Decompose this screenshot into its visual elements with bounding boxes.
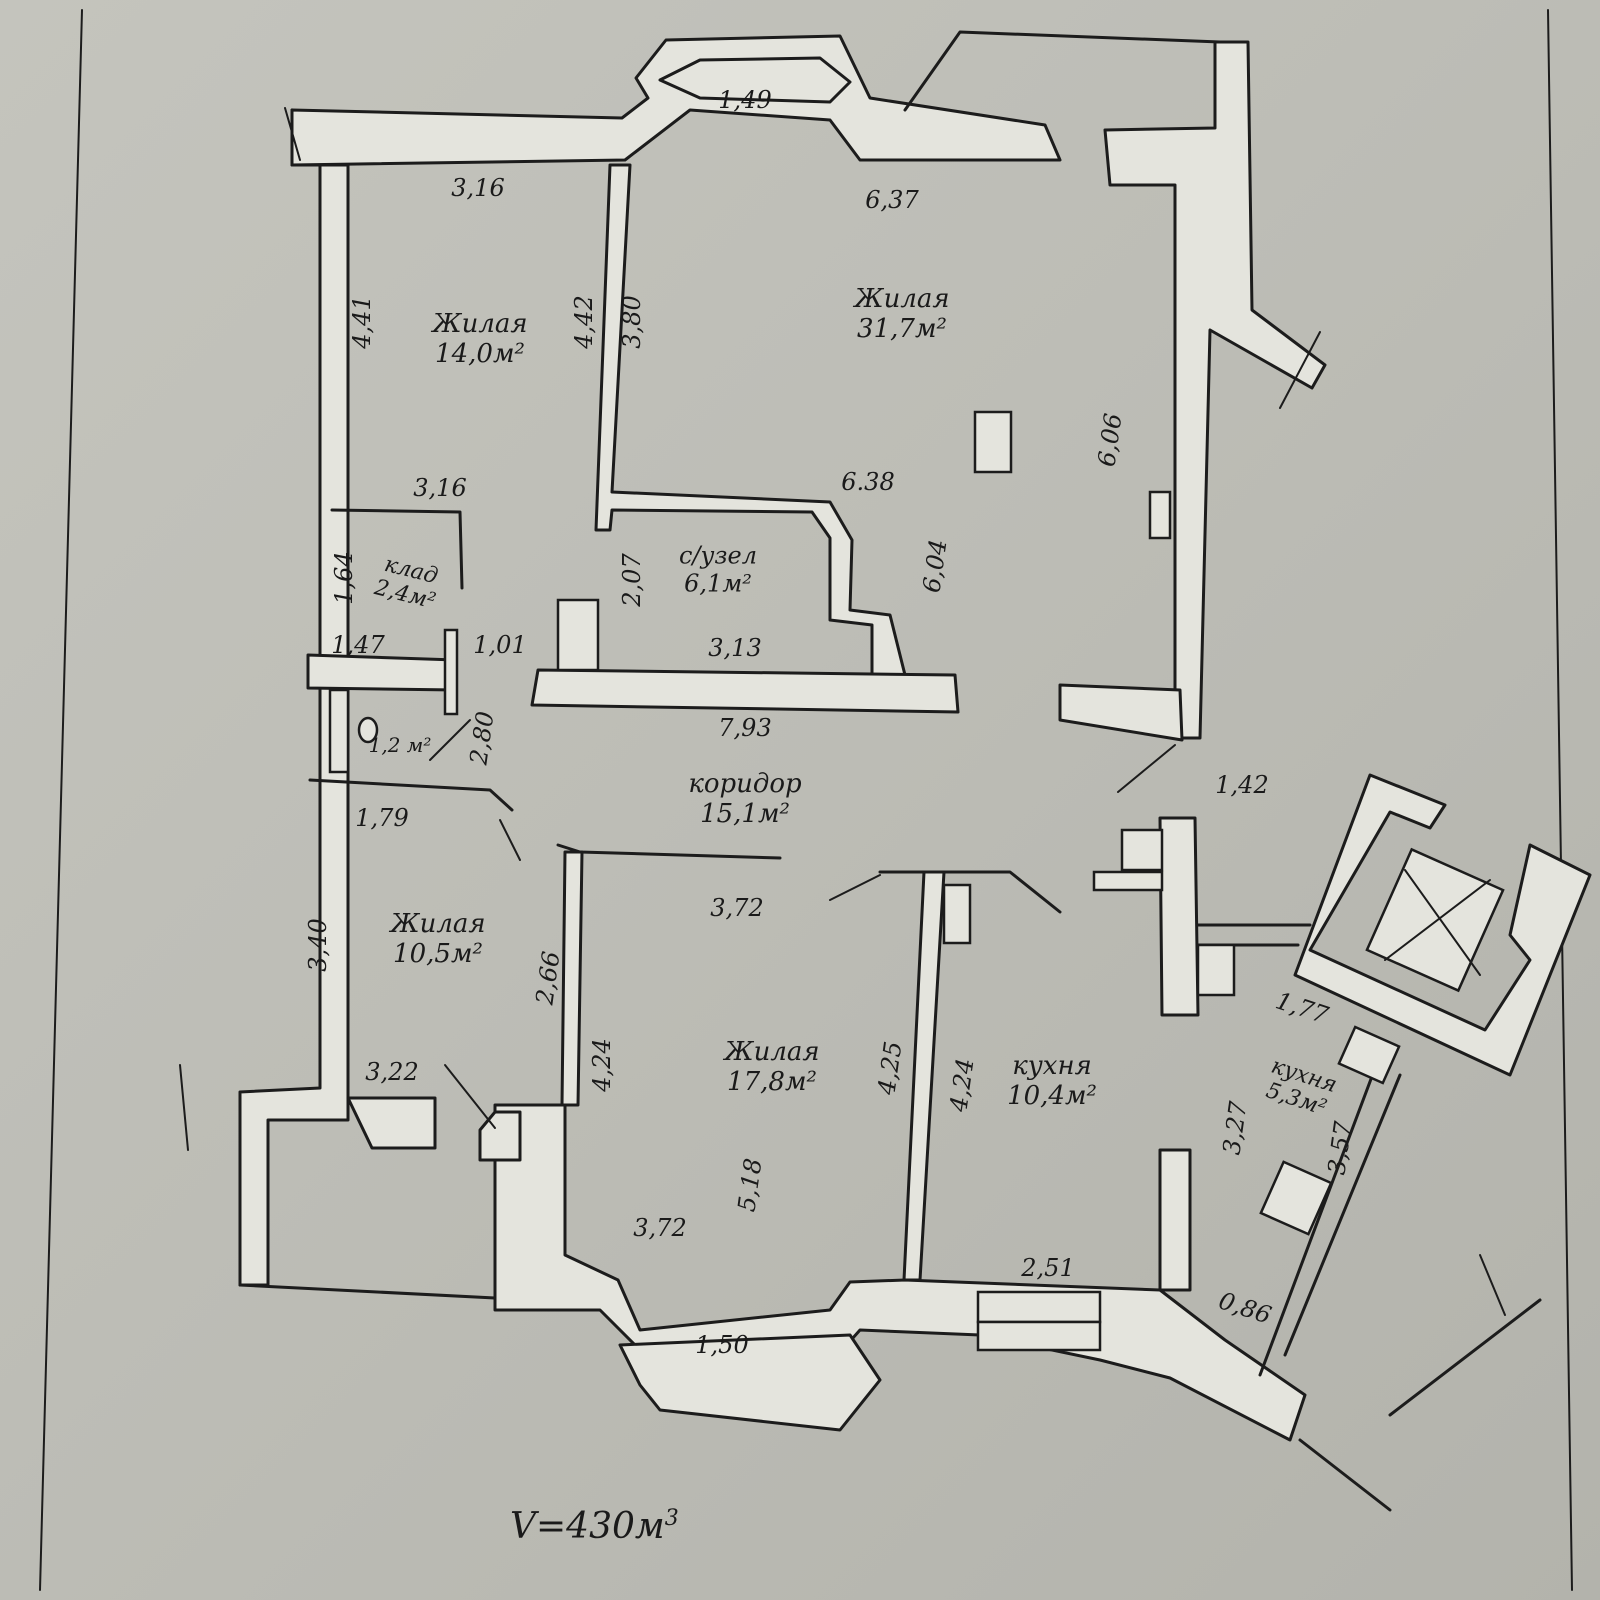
dim-7-93: 7,93: [718, 714, 772, 742]
wall-living17-left: [560, 850, 584, 1107]
dim-1-47: 1,47: [331, 631, 385, 659]
wall-bathroom-bottom: [530, 668, 960, 714]
wall-niche: [1148, 490, 1172, 540]
wall-corner-bottom-left: [346, 1096, 437, 1150]
wc-bottom-wall: [308, 778, 514, 812]
dim-4-25: 4,25: [872, 1039, 908, 1097]
dim-3-72-bottom: 3,72: [633, 1214, 687, 1242]
dim-2-80: 2,80: [464, 709, 500, 767]
outer-wall-right: [1103, 40, 1327, 740]
stove-icon: [1259, 1160, 1333, 1236]
balcony-bottom-left: [238, 1283, 497, 1300]
door-swing-entry: [1117, 744, 1176, 793]
bay-window-top: [658, 56, 852, 104]
page-margin-left: [39, 9, 83, 1591]
shaft-x-2: [1384, 879, 1491, 961]
dim-tick-bl: [179, 1064, 189, 1151]
volume-label: V=430м3: [510, 1506, 679, 1547]
door-swing-living10: [499, 819, 521, 861]
dim-2-66: 2,66: [530, 949, 566, 1007]
kitchen-column: [1196, 943, 1236, 997]
dim-1-79: 1,79: [355, 804, 409, 832]
dim-6-04: 6,04: [917, 537, 953, 595]
dim-tick-tl: [284, 107, 301, 161]
wall-ledge: [1092, 870, 1164, 892]
dim-4-41: 4,41: [348, 295, 376, 349]
dim-6-37: 6,37: [865, 186, 919, 214]
door-swing-wc: [429, 719, 471, 761]
dim-2-51: 2,51: [1021, 1254, 1075, 1282]
closet-niche: [942, 883, 972, 945]
storage-wall: [330, 508, 464, 590]
dim-1-49: 1,49: [718, 86, 772, 114]
wall-stub-right: [1058, 683, 1184, 742]
wall-kitchen-divider: [1158, 816, 1200, 1017]
kitchen-small-wall-2: [1258, 1053, 1382, 1377]
wc-wall: [328, 688, 350, 774]
dim-1-50: 1,50: [695, 1331, 749, 1359]
dim-3-16-top: 3,16: [451, 174, 505, 202]
dim-1-42: 1,42: [1215, 771, 1269, 799]
dim-4-42: 4,42: [570, 295, 598, 349]
dim-3-22: 3,22: [365, 1058, 419, 1086]
vent-box: [1120, 828, 1164, 872]
fireplace-box: [973, 410, 1013, 474]
wall-living17-right: [902, 870, 946, 1282]
kitchen-small-wall: [1283, 1073, 1402, 1357]
sink-icon: [1337, 1025, 1401, 1085]
outer-line-br-2: [1388, 1298, 1542, 1417]
dim-4-24-left: 4,24: [588, 1038, 616, 1092]
shaft-block: [1293, 773, 1592, 1077]
dim-3-40: 3,40: [304, 918, 332, 972]
dim-3-13: 3,13: [708, 634, 762, 662]
dim-6-38: 6.38: [841, 468, 895, 496]
wall-living17-top: [556, 843, 782, 860]
toilet-icon: [357, 716, 379, 744]
door-jamb: [443, 628, 459, 716]
dim-tick-r: [1279, 331, 1321, 409]
dim-3-57: 3,57: [1322, 1119, 1358, 1177]
wall-storage-bottom: [306, 653, 458, 692]
dim-3-16-mid: 3,16: [413, 474, 467, 502]
window-sill-kitchen-2: [976, 1320, 1102, 1352]
bay-window-bottom: [618, 1333, 882, 1432]
outer-wall-top: [290, 34, 1062, 167]
wall-kitchen-right: [1158, 1148, 1192, 1292]
wall-stub-bottom: [478, 1110, 522, 1162]
outer-line-br: [1298, 1438, 1392, 1512]
door-swing-living10-bottom: [444, 1064, 496, 1129]
dim-tick-br: [1479, 1254, 1506, 1316]
dim-6-06: 6,06: [1092, 411, 1128, 469]
dim-4-24-right: 4,24: [944, 1056, 980, 1114]
dim-2-07: 2,07: [618, 553, 646, 607]
dim-5-18: 5,18: [732, 1156, 768, 1214]
door-swing-kitchen: [829, 874, 881, 901]
dim-3-72-top: 3,72: [710, 894, 764, 922]
room-label-wc-area: 1,2 м²: [368, 733, 432, 757]
window-sill-kitchen: [976, 1290, 1102, 1324]
shaft-box: [1365, 847, 1505, 993]
page-margin-right: [1547, 9, 1573, 1591]
dim-1-64: 1,64: [330, 551, 358, 605]
dim-3-80: 3,80: [618, 295, 646, 349]
dim-3-27: 3,27: [1217, 1099, 1253, 1157]
shaft-x-1: [1404, 869, 1481, 976]
bathroom-fixture: [556, 598, 600, 672]
dim-1-01: 1,01: [473, 631, 527, 659]
